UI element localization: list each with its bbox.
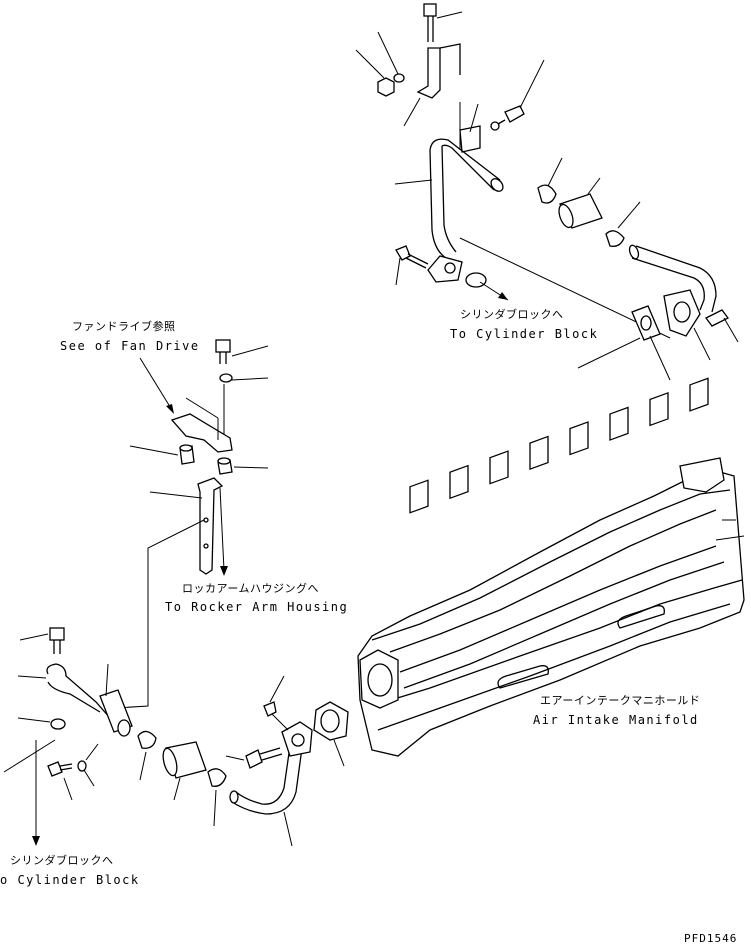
spacer-left bbox=[129, 444, 195, 465]
hose-clamp-top-1 bbox=[537, 157, 563, 204]
water-pipe-right bbox=[628, 244, 717, 313]
leader-flange bbox=[459, 237, 671, 339]
spacer-right bbox=[217, 457, 269, 475]
label-cylinder-block-top-en: To Cylinder Block bbox=[450, 327, 599, 341]
arrow-see-fan-drive bbox=[139, 357, 174, 414]
top-assembly bbox=[355, 3, 739, 381]
manifold-ports bbox=[409, 377, 709, 514]
bolt-lower-middle bbox=[225, 747, 283, 769]
manifold-body bbox=[357, 471, 745, 757]
bolt-lower-left bbox=[19, 627, 65, 654]
label-cylinder-block-bottom-en: o Cylinder Block bbox=[0, 873, 140, 887]
drawing-code: PFD1546 bbox=[684, 932, 738, 945]
hose-clamp-top-2 bbox=[605, 201, 641, 247]
label-rocker-jp: ロッカアームハウジングへ bbox=[182, 582, 320, 595]
label-manifold-en: Air Intake Manifold bbox=[533, 713, 699, 727]
air-intake-manifold bbox=[357, 377, 745, 757]
washer-lower-left bbox=[77, 760, 87, 772]
fan-drive-assembly bbox=[129, 339, 269, 475]
pipe-lower-left bbox=[17, 663, 111, 719]
pipe-clip-top bbox=[459, 102, 481, 153]
bracket-fan-drive bbox=[170, 397, 233, 453]
manifold-end-flange bbox=[679, 457, 725, 493]
water-pipe-top bbox=[394, 138, 504, 259]
label-rocker-en: To Rocker Arm Housing bbox=[165, 600, 349, 614]
bolt-small-top bbox=[490, 59, 545, 131]
gasket-right bbox=[577, 305, 671, 381]
pipe-flange-right bbox=[663, 289, 711, 361]
pipe-flange-top bbox=[427, 255, 463, 283]
manifold-inlet-flange bbox=[359, 649, 399, 709]
rocker-bracket-assembly bbox=[115, 477, 228, 709]
long-bracket bbox=[197, 477, 224, 575]
nut-washer-top bbox=[355, 31, 405, 97]
label-manifold-jp: エアーインテークマニホールド bbox=[540, 694, 701, 707]
arrow-to-cylinder-top bbox=[479, 281, 509, 301]
hose-top bbox=[558, 177, 603, 229]
o-ring-top bbox=[465, 272, 487, 288]
hose-lower bbox=[162, 741, 207, 801]
gasket-lower-middle bbox=[313, 701, 349, 767]
joint-lower-left bbox=[99, 663, 133, 737]
hose-clamp-lower-2 bbox=[207, 768, 227, 827]
leader-rocker bbox=[115, 519, 205, 709]
bolt-flange-top bbox=[395, 245, 429, 286]
lower-middle-assembly bbox=[137, 675, 349, 847]
pipe-lower-middle bbox=[229, 745, 303, 847]
label-cylinder-block-top-jp: シリンダブロックへ bbox=[460, 308, 564, 321]
bolt-fan-drive bbox=[215, 339, 269, 364]
bolt-top bbox=[423, 3, 463, 42]
washer-fan-drive bbox=[219, 373, 233, 383]
hose-clamp-lower-1 bbox=[137, 730, 157, 781]
label-fan-drive-jp: ファンドライブ参照 bbox=[72, 320, 176, 333]
bracket-top bbox=[403, 43, 461, 127]
bolt-lower-left-2 bbox=[47, 761, 73, 801]
bolt-far-right bbox=[705, 309, 739, 343]
gasket-lower-left bbox=[50, 718, 66, 730]
lower-left-assembly bbox=[3, 627, 133, 846]
thermostat-housing bbox=[263, 675, 313, 757]
label-fan-drive-en: See of Fan Drive bbox=[60, 339, 200, 353]
label-cylinder-block-bottom-jp: シリンダブロックへ bbox=[10, 854, 114, 867]
